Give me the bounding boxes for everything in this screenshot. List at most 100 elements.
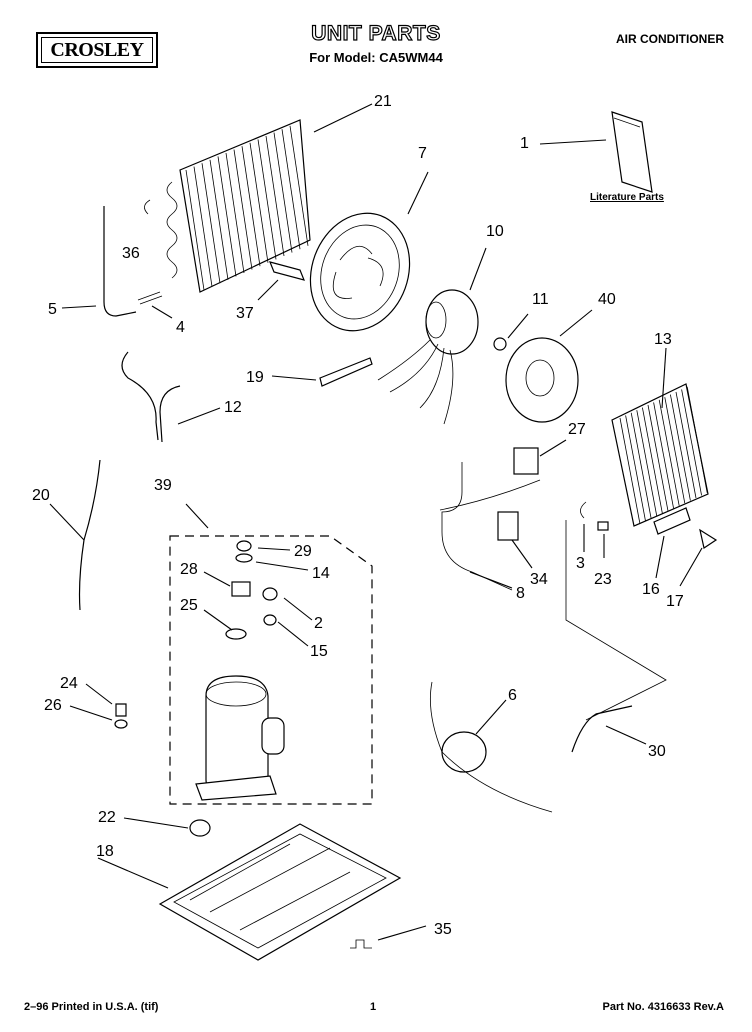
literature-booklet bbox=[539, 111, 653, 193]
page-title: UNIT PARTS bbox=[311, 21, 441, 45]
coil-fin bbox=[670, 394, 691, 501]
callout: 39 bbox=[154, 477, 172, 494]
coil-fin bbox=[201, 163, 221, 284]
base-pan bbox=[97, 823, 402, 961]
tube-30 bbox=[571, 705, 633, 753]
coil-fin bbox=[653, 402, 674, 509]
part-17 bbox=[699, 528, 718, 549]
brand-logo: CROSLEY bbox=[36, 32, 158, 68]
callout: 11 bbox=[532, 291, 549, 308]
literature-parts-caption: Literature Parts bbox=[590, 192, 664, 203]
callout: 28 bbox=[180, 561, 198, 578]
coil-fin bbox=[681, 389, 702, 496]
callout: 34 bbox=[530, 571, 548, 588]
callout: 3 bbox=[576, 555, 585, 572]
compressor-assembly-boundary bbox=[169, 535, 373, 805]
thermostat-34 bbox=[497, 511, 519, 541]
clip-3 bbox=[580, 501, 587, 519]
coil-fin bbox=[625, 415, 646, 522]
coil-fin bbox=[658, 399, 680, 506]
coil-fin bbox=[675, 391, 697, 499]
callout: 5 bbox=[48, 301, 57, 318]
callout: 15 bbox=[310, 643, 328, 660]
washer-14 bbox=[235, 553, 253, 563]
callout: 20 bbox=[32, 487, 50, 504]
tube-5 bbox=[103, 206, 137, 317]
callout: 6 bbox=[508, 687, 517, 704]
strap-19 bbox=[319, 357, 373, 387]
product-type: AIR CONDITIONER bbox=[616, 32, 724, 46]
callout: 16 bbox=[642, 581, 660, 598]
clip-36 bbox=[144, 199, 151, 215]
wire-route bbox=[565, 520, 667, 721]
coil-fin bbox=[193, 166, 213, 287]
tubing-12 bbox=[121, 351, 181, 443]
coil-fin bbox=[249, 142, 269, 263]
callout: 29 bbox=[294, 543, 312, 560]
coil-fin bbox=[257, 139, 277, 260]
callout: 22 bbox=[98, 809, 116, 826]
coil-fin bbox=[619, 417, 641, 525]
nut-29 bbox=[236, 540, 252, 552]
footer-page-number: 1 bbox=[370, 1001, 377, 1013]
callout: 12 bbox=[224, 399, 242, 416]
grommet-22 bbox=[189, 819, 211, 837]
callout: 4 bbox=[176, 319, 185, 336]
nut-24 bbox=[115, 703, 127, 717]
coil-fin bbox=[233, 149, 253, 270]
clip-35 bbox=[350, 939, 372, 949]
bracket-37 bbox=[268, 261, 306, 281]
coil-fin bbox=[686, 386, 708, 493]
fan-motor bbox=[377, 247, 487, 425]
callout-labels: 1 2 3 4 5 6 7 8 10 11 12 13 14 15 16 17 … bbox=[32, 93, 684, 938]
nut-11 bbox=[493, 337, 507, 351]
callout: 1 bbox=[520, 135, 529, 152]
callout: 17 bbox=[666, 593, 684, 610]
condenser-coil bbox=[166, 103, 373, 293]
part-23 bbox=[597, 521, 609, 531]
tube-6 bbox=[430, 681, 553, 813]
grommet-25 bbox=[225, 628, 247, 640]
footer-part-number: Part No. 4316633 Rev.A bbox=[602, 1001, 724, 1013]
coil-fin bbox=[289, 125, 309, 246]
callout: 14 bbox=[312, 565, 330, 582]
callout: 30 bbox=[648, 743, 666, 760]
callout: 25 bbox=[180, 597, 198, 614]
evaporator-coil bbox=[611, 347, 709, 527]
ring-6 bbox=[441, 731, 487, 773]
callout: 36 bbox=[122, 245, 140, 262]
callout: 18 bbox=[96, 843, 114, 860]
fan-shroud bbox=[309, 171, 429, 332]
coil-fin bbox=[647, 404, 669, 512]
coil-fin bbox=[185, 169, 205, 291]
callout: 10 bbox=[486, 223, 504, 240]
callout: 21 bbox=[374, 93, 392, 110]
callout: 26 bbox=[44, 697, 62, 714]
callout: 23 bbox=[594, 571, 612, 588]
coil-fin bbox=[642, 407, 663, 514]
coil-fin bbox=[636, 410, 658, 517]
coil-fin bbox=[241, 146, 261, 267]
callout: 37 bbox=[236, 305, 254, 322]
terminal-block-27 bbox=[513, 447, 539, 475]
part-28 bbox=[231, 581, 251, 597]
coil-fin bbox=[225, 152, 245, 274]
coil-fin bbox=[217, 156, 237, 277]
coil-fin bbox=[265, 135, 285, 257]
part-2 bbox=[262, 587, 278, 601]
callout: 19 bbox=[246, 369, 264, 386]
coil-fin bbox=[281, 129, 301, 250]
model-line: For Model: CA5WM44 bbox=[309, 50, 443, 65]
callout: 8 bbox=[516, 585, 525, 602]
connector-4 bbox=[137, 291, 163, 305]
callout: 40 bbox=[598, 291, 616, 308]
blower-wheel bbox=[505, 309, 593, 423]
capillary-8 bbox=[439, 462, 541, 591]
wire-harness-20 bbox=[78, 459, 101, 611]
compressor bbox=[195, 675, 285, 801]
callout: 35 bbox=[434, 921, 452, 938]
part-15 bbox=[263, 614, 277, 626]
callout: 13 bbox=[654, 331, 672, 348]
callout: 24 bbox=[60, 675, 78, 692]
